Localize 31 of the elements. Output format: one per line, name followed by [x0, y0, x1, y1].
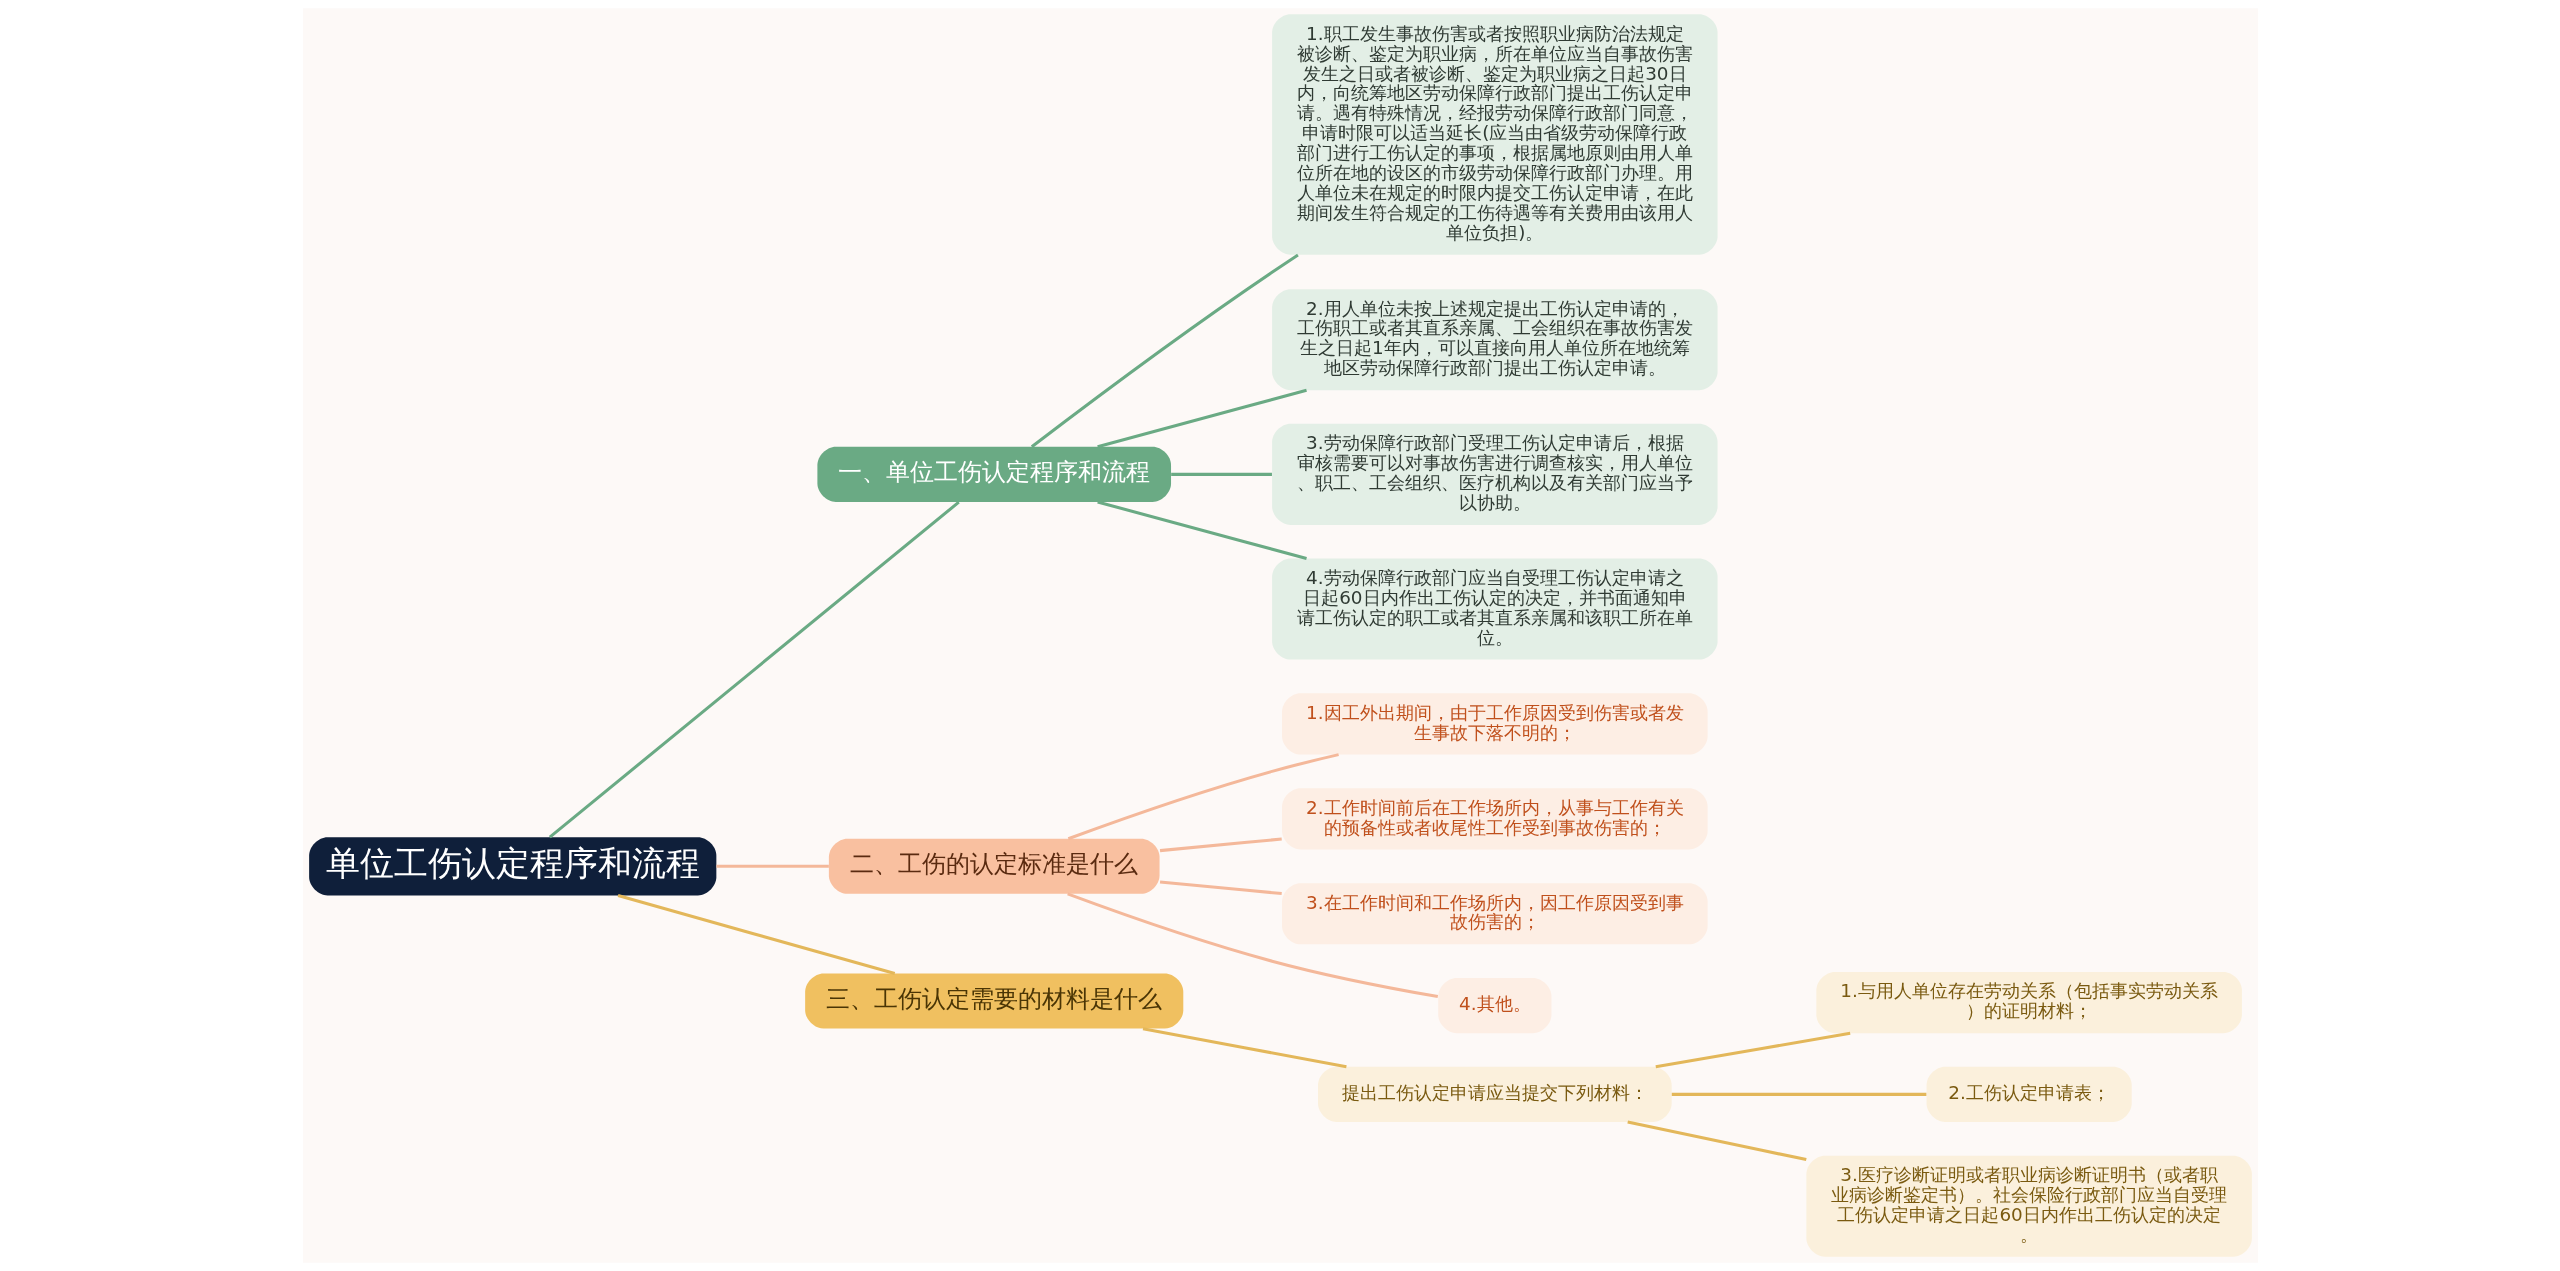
connector	[715, 864, 829, 868]
connector	[1655, 1031, 1850, 1069]
connector	[1626, 1120, 1807, 1162]
node-box: 3.医疗诊断证明或者职业病诊断证明书（或者职业病诊断鉴定书）。社会保险行政部门应当自受理工伤认定申请之日起60日内作出工伤认定的决定。	[1805, 1155, 2252, 1257]
connector	[1671, 1092, 1926, 1096]
connector	[1096, 388, 1307, 449]
node-box: 二、工伤的认定标准是什么	[828, 838, 1160, 894]
connector	[1067, 753, 1339, 841]
node-box: 2.工伤认定申请表；	[1926, 1066, 2132, 1122]
node-box: 1.与用人单位存在劳动关系（包括事实劳动关系）的证明材料；	[1815, 971, 2242, 1034]
connector	[548, 500, 960, 839]
connector	[1030, 253, 1299, 448]
connector	[1159, 837, 1282, 853]
node-box: 一、单位工伤认定程序和流程	[816, 446, 1171, 502]
connector	[1066, 892, 1438, 999]
connector	[617, 894, 895, 975]
node-box: 提出工伤认定申请应当提交下列材料：	[1317, 1066, 1672, 1122]
node-box: 3.在工作时间和工作场所内，因工作原因受到事故伤害的；	[1281, 883, 1708, 945]
node-box: 4.其他。	[1437, 978, 1551, 1034]
node-box: 单位工伤认定程序和流程	[308, 837, 716, 896]
node-box: 1.因工外出期间，由于工作原因受到伤害或者发生事故下落不明的；	[1281, 693, 1708, 755]
node-box: 三、工伤认定需要的材料是什么	[804, 973, 1183, 1029]
connector	[1096, 500, 1307, 560]
connector	[1170, 472, 1272, 476]
connector	[1142, 1027, 1347, 1069]
node-box: 2.用人单位未按上述规定提出工伤认定申请的，工伤职工或者其直系亲属、工会组织在事故伤害发生之日起1年内，可以直接向用人单位所在地统筹地区劳动保障行政部门提出工伤认定申请。	[1271, 289, 1718, 391]
connector	[1159, 880, 1282, 896]
node-box: 3.劳动保障行政部门受理工伤认定申请后，根据审核需要可以对事故伤害进行调查核实，用人单位、职工、工会组织、医疗机构以及有关部门应当予以协助。	[1271, 423, 1718, 525]
node-box: 1.职工发生事故伤害或者按照职业病防治法规定被诊断、鉴定为职业病，所在单位应当自事故伤害发生之日或者被诊断、鉴定为职业病之日起30日内，向统筹地区劳动保障行政部门提出工伤认定申请。遇有特殊情况，经报劳动保障行政部门同意，申请时限可以适当延长(应当由省级劳动保障行政部门进行工伤认定的事项，根据属地原则由用人单位所在地的设区的市级劳动保障行政部门办理。用人单位未在规定的时限内提交工伤认定申请，在此期间发生符合规定的工伤待遇等有关费用由该用人单位负担)。	[1271, 14, 1718, 255]
node-box: 4.劳动保障行政部门应当自受理工伤认定申请之日起60日内作出工伤认定的决定，并书面通知申请工伤认定的职工或者其直系亲属和该职工所在单位。	[1271, 558, 1718, 660]
node-box: 2.工作时间前后在工作场所内，从事与工作有关的预备性或者收尾性工作受到事故伤害的；	[1281, 788, 1708, 850]
